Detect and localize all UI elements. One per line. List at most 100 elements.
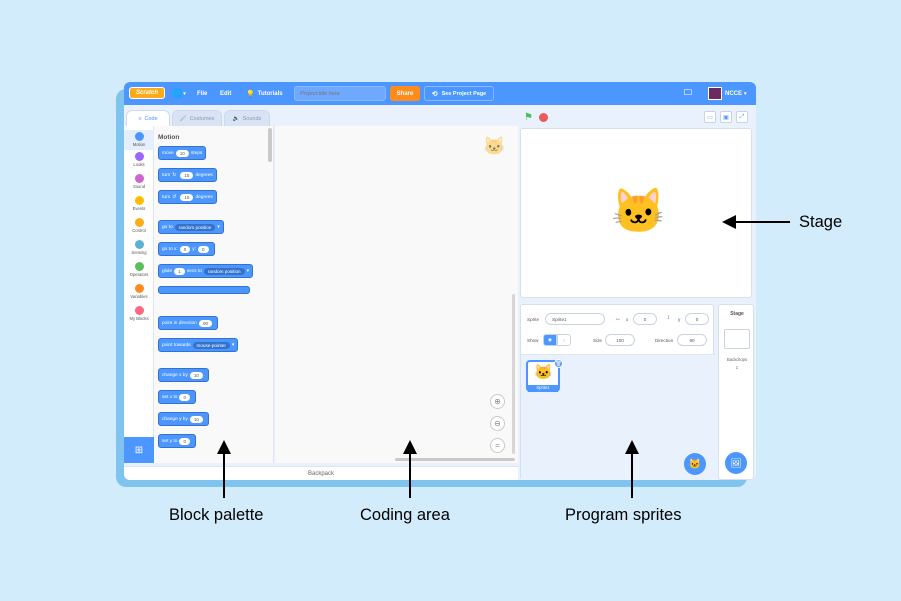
- category-dot: [134, 174, 144, 183]
- sprite-card[interactable]: 🐱 Sprite1 🗑: [526, 359, 563, 392]
- size-input[interactable]: 100: [605, 334, 635, 346]
- chevron-down-icon: ▾: [217, 224, 220, 230]
- sprite-name-input[interactable]: Sprite1: [545, 313, 605, 325]
- cat-icon[interactable]: 🐱: [611, 187, 666, 236]
- cat-icon: 🐱: [534, 364, 553, 381]
- coding-horizontal-scrollbar[interactable]: [395, 458, 515, 461]
- zoom-in-button[interactable]: ⊕: [490, 394, 505, 409]
- category-motion[interactable]: Motion: [124, 130, 154, 150]
- user-name: NCCE: [725, 90, 743, 97]
- category-control[interactable]: Control: [124, 218, 154, 233]
- sprite-card-name: Sprite1: [528, 385, 558, 392]
- x-label: x: [626, 317, 629, 322]
- zoom-reset-icon: =: [495, 441, 500, 450]
- tutorials-label: Tutorials: [257, 90, 283, 97]
- show-hidden-button[interactable]: ◌: [557, 334, 571, 346]
- add-backdrop-button[interactable]: 🖼: [725, 452, 747, 474]
- category-menu: Motion Looks Sound Events Control Sensin…: [124, 126, 154, 437]
- tutorials-icon: 💡: [246, 90, 255, 98]
- palette-arrow-head: [217, 440, 231, 454]
- see-project-icon: ⟲: [431, 90, 438, 98]
- chevron-down-icon: ▾: [246, 268, 250, 274]
- backpack[interactable]: Backpack: [124, 466, 518, 480]
- tab-code-label: Code: [144, 115, 158, 122]
- tab-sounds-label: Sounds: [242, 115, 262, 122]
- stage-header: ⚑ ▭ ▣ ⤢: [520, 108, 756, 128]
- caption-program-sprites: Program sprites: [565, 506, 682, 524]
- backdrops-info: Backdrops 1: [719, 356, 755, 372]
- normal-stage-button[interactable]: ▣: [720, 111, 732, 123]
- see-project-page-button[interactable]: ⟲See Project Page: [424, 86, 494, 101]
- chevron-down-icon: ▾: [183, 90, 186, 97]
- category-label: Control: [132, 228, 146, 233]
- file-menu[interactable]: File: [197, 90, 208, 97]
- category-sound[interactable]: Sound: [124, 174, 154, 189]
- tab-costumes[interactable]: 🖌Costumes: [172, 110, 222, 126]
- x-input[interactable]: 0: [633, 313, 657, 325]
- cat-icon: 🐱: [483, 136, 506, 156]
- y-input[interactable]: 0: [685, 313, 709, 325]
- category-looks[interactable]: Looks: [124, 152, 154, 167]
- folder-icon[interactable]: 🗀: [684, 87, 692, 97]
- y-arrows-icon: ↕: [667, 315, 670, 321]
- show-label: Show: [527, 338, 539, 343]
- small-stage-button[interactable]: ▭: [704, 111, 716, 123]
- palette-arrow-line: [223, 452, 225, 498]
- edit-menu[interactable]: Edit: [220, 90, 232, 97]
- project-title-input[interactable]: [294, 86, 386, 101]
- category-my-blocks[interactable]: My Blocks: [124, 306, 154, 321]
- backdrop-thumbnail[interactable]: [724, 329, 750, 349]
- category-operators[interactable]: Operators: [124, 262, 154, 277]
- delete-sprite-button[interactable]: 🗑: [554, 359, 563, 368]
- category-variables[interactable]: Variables: [124, 284, 154, 299]
- share-button[interactable]: Share: [390, 86, 420, 101]
- tab-sounds[interactable]: 🔈Sounds: [224, 110, 270, 126]
- category-sensing[interactable]: Sensing: [124, 240, 154, 255]
- category-events[interactable]: Events: [124, 196, 154, 211]
- add-sprite-button[interactable]: 🐱: [684, 453, 706, 475]
- block-glide-xy-partial[interactable]: [158, 286, 250, 294]
- direction-input[interactable]: 90: [677, 334, 707, 346]
- category-label: Variables: [130, 294, 148, 299]
- user-menu[interactable]: NCCE ▾: [708, 82, 747, 105]
- chevron-down-icon: ▾: [744, 90, 747, 97]
- category-dot: [134, 218, 144, 227]
- tab-code[interactable]: ≡Code: [126, 110, 170, 126]
- green-flag-icon[interactable]: ⚑: [524, 112, 533, 123]
- zoom-out-icon: ⊖: [494, 419, 501, 428]
- delete-icon: 🗑: [555, 360, 562, 367]
- stage-selector[interactable]: Stage Backdrops 1 🖼: [718, 304, 754, 480]
- stage[interactable]: 🐱: [520, 128, 752, 298]
- category-dot: [134, 262, 144, 271]
- stop-icon[interactable]: [539, 113, 548, 122]
- y-label: y: [678, 317, 681, 322]
- zoom-out-button[interactable]: ⊖: [490, 416, 505, 431]
- language-menu[interactable]: 🌐▾: [172, 82, 186, 105]
- stage-selector-label: Stage: [730, 311, 744, 317]
- zoom-reset-button[interactable]: =: [490, 438, 505, 453]
- show-visible-button[interactable]: ◉: [543, 334, 557, 346]
- coding-area[interactable]: 🐱 ⊕ ⊖ =: [275, 126, 518, 463]
- tutorials-button[interactable]: 💡Tutorials: [246, 82, 283, 105]
- add-extension-button[interactable]: ⊞: [124, 437, 154, 463]
- scratch-logo[interactable]: Scratch: [129, 87, 165, 99]
- coding-arrow-line: [409, 452, 411, 498]
- coding-vertical-scrollbar[interactable]: [512, 294, 515, 454]
- palette-scrollbar[interactable]: [268, 128, 272, 162]
- fullscreen-button[interactable]: ⤢: [736, 111, 748, 123]
- caption-block-palette: Block palette: [169, 506, 264, 524]
- caption-coding-area: Coding area: [360, 506, 450, 524]
